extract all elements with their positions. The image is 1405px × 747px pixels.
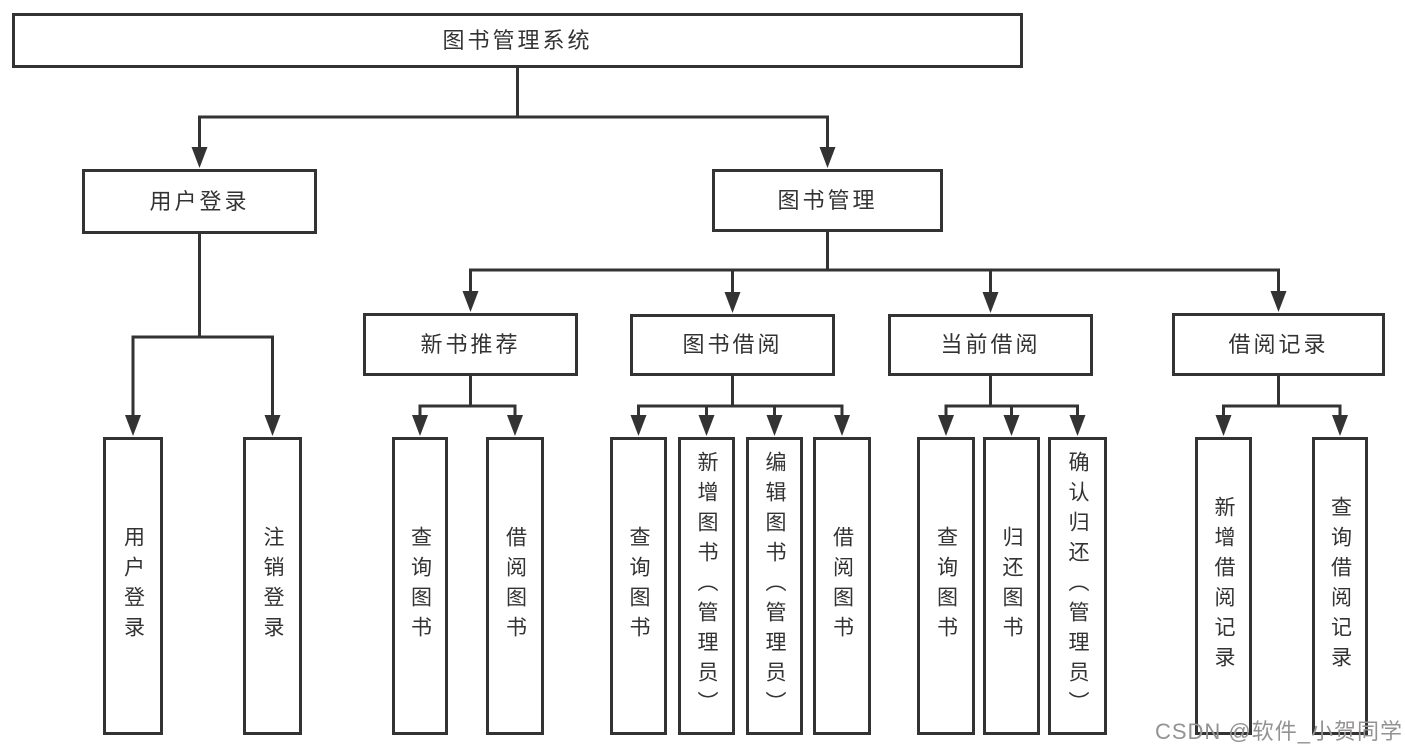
node-login: 用户登录 xyxy=(103,437,163,735)
arrowhead xyxy=(1069,415,1086,436)
node-label-bb-edit: 编辑图书（管理员） xyxy=(763,451,786,721)
arrowhead xyxy=(507,415,523,436)
node-book-borrow: 图书借阅 xyxy=(630,314,835,376)
arrowhead xyxy=(1332,415,1348,436)
node-label-book-borrow: 图书借阅 xyxy=(682,332,783,357)
node-new-book-rec: 新书推荐 xyxy=(363,313,578,376)
node-label-cb-query: 查询图书 xyxy=(934,526,958,646)
node-br-query: 查询借阅记录 xyxy=(1312,437,1368,735)
node-label-user-login: 用户登录 xyxy=(149,188,250,214)
node-br-add: 新增借阅记录 xyxy=(1195,437,1252,735)
arrowhead xyxy=(1215,415,1232,436)
arrowhead xyxy=(462,291,479,312)
node-current-borrow: 当前借阅 xyxy=(888,314,1093,376)
node-borrow-record: 借阅记录 xyxy=(1172,313,1385,376)
arrowhead xyxy=(724,292,741,313)
arrowhead xyxy=(766,415,783,436)
arrowhead xyxy=(191,147,208,168)
node-label-current-borrow: 当前借阅 xyxy=(940,332,1041,357)
node-label-book-mgmt: 图书管理 xyxy=(777,187,878,213)
node-label-br-query: 查询借阅记录 xyxy=(1328,496,1352,676)
node-label-rec-borrow: 借阅图书 xyxy=(503,526,527,646)
arrowhead xyxy=(1270,291,1287,312)
tree-edges xyxy=(131,68,1342,419)
arrowhead xyxy=(834,415,850,436)
arrowhead xyxy=(819,147,836,168)
node-logout: 注销登录 xyxy=(243,437,302,735)
node-label-bb-borrow: 借阅图书 xyxy=(830,526,854,646)
node-label-cb-return: 归还图书 xyxy=(1000,526,1023,646)
arrowhead xyxy=(938,415,954,436)
node-cb-query: 查询图书 xyxy=(917,437,975,735)
node-label-cb-confirm: 确认归还（管理员） xyxy=(1066,451,1089,721)
node-label-login: 用户登录 xyxy=(121,526,145,646)
node-label-br-add: 新增借阅记录 xyxy=(1212,496,1235,676)
arrowhead xyxy=(630,415,647,436)
arrowhead xyxy=(1003,415,1020,436)
node-root: 图书管理系统 xyxy=(12,13,1023,68)
node-bb-edit: 编辑图书（管理员） xyxy=(746,437,803,735)
node-cb-confirm: 确认归还（管理员） xyxy=(1048,437,1107,735)
node-label-bb-query: 查询图书 xyxy=(627,526,650,646)
node-rec-query: 查询图书 xyxy=(392,437,448,735)
node-cb-return: 归还图书 xyxy=(983,437,1040,735)
arrowhead xyxy=(982,292,999,313)
node-bb-query: 查询图书 xyxy=(610,437,667,735)
arrowhead xyxy=(412,415,428,436)
watermark: CSDN @软件_小贺同学 xyxy=(1154,719,1403,744)
node-label-root: 图书管理系统 xyxy=(442,27,593,53)
node-label-borrow-record: 借阅记录 xyxy=(1228,331,1329,357)
node-label-logout: 注销登录 xyxy=(261,526,284,646)
arrowhead xyxy=(698,415,715,436)
arrowhead xyxy=(125,415,141,436)
node-bb-borrow: 借阅图书 xyxy=(813,437,871,735)
node-label-new-book-rec: 新书推荐 xyxy=(420,331,521,357)
node-rec-borrow: 借阅图书 xyxy=(486,437,544,735)
node-user-login: 用户登录 xyxy=(82,169,317,234)
arrowhead xyxy=(264,415,281,436)
node-label-bb-add: 新增图书（管理员） xyxy=(695,451,718,721)
node-bb-add: 新增图书（管理员） xyxy=(678,437,735,735)
node-label-rec-query: 查询图书 xyxy=(408,526,432,646)
node-book-mgmt: 图书管理 xyxy=(712,169,943,232)
